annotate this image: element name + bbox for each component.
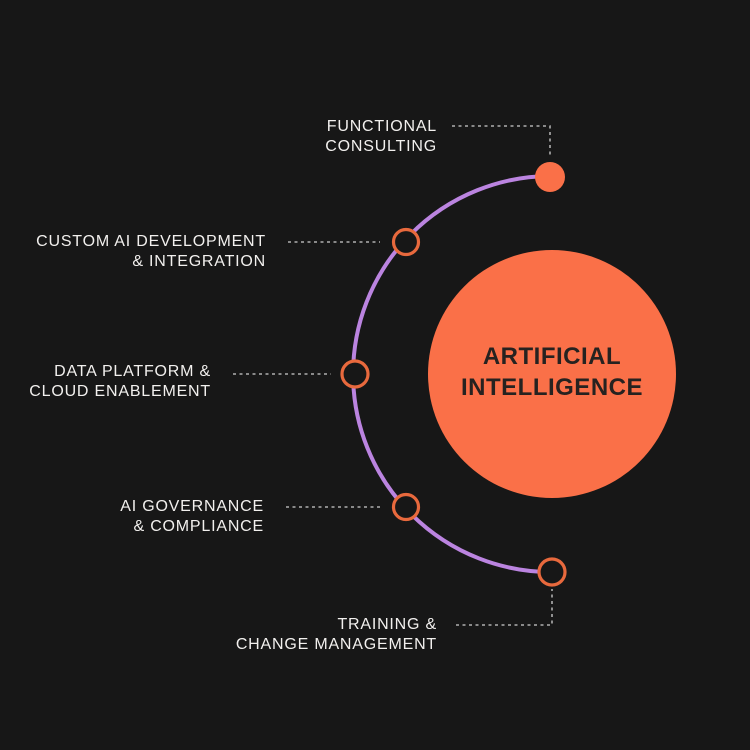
label-line: CLOUD ENABLEMENT [29, 383, 211, 400]
label-line: CONSULTING [325, 138, 437, 155]
label-training-change: TRAINING & CHANGE MANAGEMENT [236, 615, 437, 655]
label-custom-ai-development: CUSTOM AI DEVELOPMENT & INTEGRATION [36, 232, 266, 272]
label-line: CUSTOM AI DEVELOPMENT [36, 233, 266, 250]
center-title-line2: INTELLIGENCE [460, 374, 643, 401]
node-ai-governance [391, 492, 421, 522]
label-line: CHANGE MANAGEMENT [235, 636, 437, 653]
node-custom-ai-development [391, 227, 421, 257]
label-line: & INTEGRATION [132, 253, 266, 270]
center-title-line1: ARTIFICIAL [482, 343, 622, 370]
label-line: TRAINING & [337, 616, 437, 633]
node-training-change [537, 557, 567, 587]
label-line: DATA PLATFORM & [54, 363, 211, 380]
label-ai-governance: AI GOVERNANCE & COMPLIANCE [120, 497, 264, 537]
label-line: & COMPLIANCE [133, 518, 264, 535]
connector-functional-consulting [452, 125, 551, 158]
label-line: FUNCTIONAL [326, 118, 437, 135]
node-data-platform [340, 359, 370, 389]
node-functional-consulting [535, 162, 565, 192]
connector-training-change [456, 589, 553, 626]
ai-center-circle [428, 250, 676, 498]
label-functional-consulting: FUNCTIONAL CONSULTING [325, 117, 437, 157]
label-data-platform: DATA PLATFORM & CLOUD ENABLEMENT [29, 362, 211, 402]
center-title: ARTIFICIAL INTELLIGENCE [402, 341, 702, 403]
label-line: AI GOVERNANCE [120, 498, 264, 515]
